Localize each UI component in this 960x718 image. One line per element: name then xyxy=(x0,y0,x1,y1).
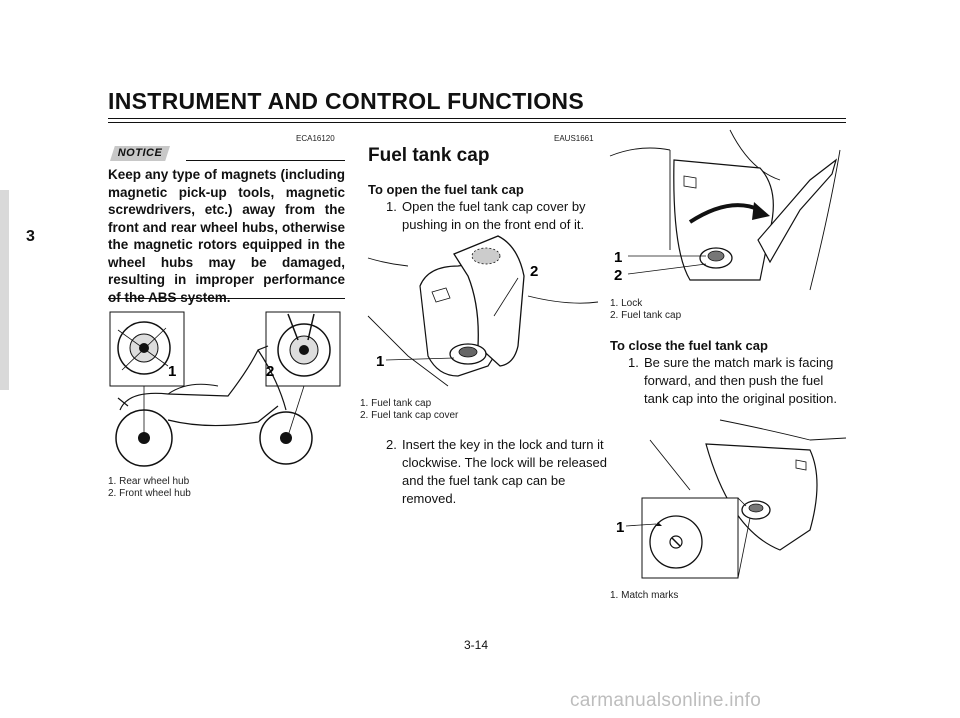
open-step-1: 1. Open the fuel tank cap cover by pushin… xyxy=(386,198,614,234)
fuel-cap-callout-right: 2 xyxy=(614,267,622,284)
open-step-1-text: Open the fuel tank cap cover by pushing … xyxy=(402,199,586,232)
section-title: Fuel tank cap xyxy=(368,145,490,166)
watermark: carmanualsonline.info xyxy=(570,690,762,711)
section-code: EAUS1661 xyxy=(554,134,594,143)
fuel-cap-callout: 1 xyxy=(376,353,384,370)
open-step-2-text: Insert the key in the lock and turn it c… xyxy=(402,437,607,506)
header-rule-top xyxy=(108,118,846,119)
right-caption-2: 2. Fuel tank cap xyxy=(610,310,682,321)
left-caption-2: 2. Front wheel hub xyxy=(108,488,191,499)
match-marks-figure: 1 xyxy=(616,419,847,579)
close-step-1-text: Be sure the match mark is facing forward… xyxy=(644,355,837,406)
notice-end-rule xyxy=(108,298,345,299)
middle-caption-1: 1. Fuel tank cap xyxy=(360,398,432,409)
close-step-1: 1. Be sure the match mark is facing forwa… xyxy=(628,354,846,408)
notice-badge: NOTICE xyxy=(110,146,170,161)
left-caption-1: 1. Rear wheel hub xyxy=(108,476,190,487)
header-rule-bottom xyxy=(108,122,846,123)
open-subheading: To open the fuel tank cap xyxy=(368,182,524,197)
notice-text: Keep any type of magnets (including magn… xyxy=(108,167,345,305)
fuel-cap-cover-figure: 1 2 xyxy=(367,235,599,387)
notice-rule xyxy=(186,160,345,161)
rear-hub-callout: 1 xyxy=(168,363,176,380)
lock-callout: 1 xyxy=(614,249,622,266)
page-header-title: INSTRUMENT AND CONTROL FUNCTIONS xyxy=(108,88,584,114)
close-step-1-num: 1. xyxy=(628,355,639,370)
notice-code: ECA16120 xyxy=(296,134,335,143)
lock-figure: 1 2 xyxy=(609,129,841,291)
right-caption-3: 1. Match marks xyxy=(610,590,679,601)
wheel-hub-figure: 1 2 xyxy=(109,311,341,467)
open-step-2: 2. Insert the key in the lock and turn it… xyxy=(386,436,614,508)
page-number: 3-14 xyxy=(464,638,489,652)
front-hub-callout: 2 xyxy=(266,363,274,380)
close-subheading: To close the fuel tank cap xyxy=(610,338,768,353)
right-caption-1: 1. Lock xyxy=(610,298,643,309)
match-mark-callout: 1 xyxy=(616,519,624,536)
chapter-tab: 3 xyxy=(26,228,35,245)
chapter-bar xyxy=(0,190,9,390)
open-step-2-num: 2. xyxy=(386,437,397,452)
fuel-cap-cover-callout: 2 xyxy=(530,263,538,280)
open-step-1-num: 1. xyxy=(386,199,397,214)
middle-caption-2: 2. Fuel tank cap cover xyxy=(360,410,459,421)
